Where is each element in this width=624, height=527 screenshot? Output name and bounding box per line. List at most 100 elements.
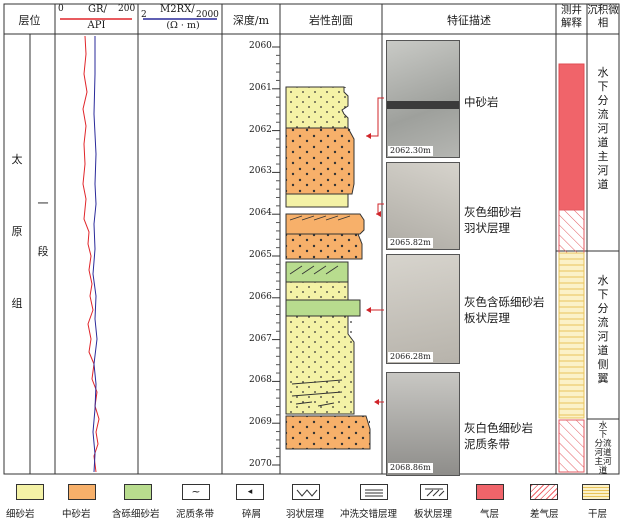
debris-symbol: ◂: [236, 484, 264, 500]
formation-char-2: 原: [10, 224, 24, 240]
facies-2-char-3: 分: [587, 302, 619, 316]
photo-caption-4: 2068.86m: [388, 463, 433, 473]
depth-label: 2063: [249, 166, 272, 176]
core-photo-3: [386, 254, 460, 364]
description-3-line-2: 板状层理: [464, 310, 545, 326]
link-arrows: [340, 34, 390, 474]
facies-1-char-6: 道: [587, 136, 619, 150]
poor-gas-layer-block-2: [559, 420, 584, 472]
medium-sandstone-swatch: [68, 484, 96, 500]
facies-2-char-8: 翼: [587, 372, 619, 386]
depth-label: 2064: [249, 208, 272, 218]
description-3-line-1: 灰色含砾细砂岩: [464, 294, 545, 310]
depth-label: 2067: [249, 334, 272, 344]
depth-label: 2070: [249, 459, 272, 469]
legend-label-tabular: 板状层理: [414, 506, 452, 520]
depth-label: 2062: [249, 125, 272, 135]
legend-label-poor-gas: 差气层: [530, 506, 559, 520]
description-4-line-2: 泥质条带: [464, 436, 533, 452]
depth-label: 2068: [249, 375, 272, 385]
facies-1-char-8: 河: [587, 164, 619, 178]
facies-2-char-7: 侧: [587, 358, 619, 372]
poor-gas-layer-block-1: [559, 210, 584, 253]
description-2-line-2: 羽状层理: [464, 220, 522, 236]
formation-char-3: 组: [10, 296, 24, 312]
pebbly-sandstone-swatch: [124, 484, 152, 500]
poor-gas-layer-swatch: [530, 484, 558, 500]
facies-2-char-2: 下: [587, 288, 619, 302]
depth-label: 2069: [249, 417, 272, 427]
legend-label-debris: 碎屑: [242, 506, 261, 520]
legend-label-mud: 泥质条带: [176, 506, 214, 520]
legend-label-gas: 气层: [480, 506, 499, 520]
legend-label-swash: 冲洗交错层理: [340, 506, 397, 520]
logging-interpretation: [556, 34, 587, 474]
header-facies: 沉积微相: [587, 4, 619, 30]
core-photo-1: [386, 40, 460, 158]
description-1: 中砂岩: [464, 94, 499, 110]
facies-1-char-4: 流: [587, 108, 619, 122]
log-curves: [55, 34, 222, 474]
description-3: 灰色含砾细砂岩 板状层理: [464, 294, 545, 326]
gr-curve: [83, 36, 99, 472]
litho-fine-sandstone-2: [286, 194, 348, 207]
facies-2-char-4: 流: [587, 316, 619, 330]
header-features: 特征描述: [382, 12, 556, 28]
gr-max: 200: [118, 4, 135, 14]
facies-2-char-5: 河: [587, 330, 619, 344]
description-4: 灰白色细砂岩 泥质条带: [464, 420, 533, 452]
legend-label-herringbone: 羽状层理: [286, 506, 324, 520]
depth-label: 2066: [249, 292, 272, 302]
description-4-line-1: 灰白色细砂岩: [464, 420, 533, 436]
gas-layer-swatch: [476, 484, 504, 500]
core-photo-4: [386, 372, 460, 476]
gr-label: GR/: [88, 4, 107, 15]
m2rx-unit: (Ω · m): [148, 20, 218, 31]
photo-caption-1: 2062.30m: [388, 146, 433, 156]
depth-label: 2065: [249, 250, 272, 260]
description-2: 灰色细砂岩 羽状层理: [464, 204, 522, 236]
description-1-line-1: 中砂岩: [464, 94, 499, 110]
facies-1-char-2: 下: [587, 80, 619, 94]
m2rx-max: 2000: [196, 10, 219, 20]
facies-1-char-7: 主: [587, 150, 619, 164]
legend-label-fine: 细砂岩: [6, 506, 35, 520]
m2rx-min: 2: [141, 10, 147, 20]
swash-cross-bedding-symbol: [360, 484, 388, 500]
facies-1-char-9: 道: [587, 178, 619, 192]
photo-caption-2: 2065.82m: [388, 238, 433, 248]
facies-main-channel-2: 水 下 分流 河道 主河 道: [587, 422, 619, 476]
formation-char-1: 太: [10, 152, 24, 168]
legend-label-dry: 干层: [588, 506, 607, 520]
dry-layer-swatch: [582, 484, 610, 500]
facies-main-channel: 水 下 分 流 河 道 主 河 道: [587, 66, 619, 192]
facies-1-char-3: 分: [587, 94, 619, 108]
facies-2-char-6: 道: [587, 344, 619, 358]
gr-unit: API: [55, 20, 138, 31]
facies-1-char-5: 河: [587, 122, 619, 136]
fine-sandstone-swatch: [16, 484, 44, 500]
facies-2-char-1: 水: [587, 274, 619, 288]
member-char-1: 一: [36, 196, 50, 212]
depth-label: 2061: [249, 83, 272, 93]
facies-1-char-1: 水: [587, 66, 619, 80]
description-2-line-1: 灰色细砂岩: [464, 204, 522, 220]
m2rx-curve: [93, 36, 97, 472]
header-layer: 层位: [4, 12, 55, 28]
gas-layer-block: [559, 64, 584, 210]
tabular-bedding-symbol: [420, 484, 448, 500]
photo-caption-3: 2066.28m: [388, 352, 433, 362]
herringbone-bedding-symbol: [292, 484, 320, 500]
m2rx-label: M2RX/: [160, 4, 195, 15]
depth-label: 2060: [249, 41, 272, 51]
legend-label-medium: 中砂岩: [62, 506, 91, 520]
header-lithology: 岩性剖面: [280, 12, 382, 28]
member-char-2: 段: [36, 244, 50, 260]
header-logging: 测井解释: [556, 4, 587, 30]
facies-3-char-6: 道: [587, 467, 619, 476]
core-photo-2: [386, 162, 460, 250]
mud-band-symbol: ~: [182, 484, 210, 500]
gr-min: 0: [58, 4, 64, 14]
facies-channel-flank: 水 下 分 流 河 道 侧 翼: [587, 274, 619, 386]
legend-label-pebbly: 含砾细砂岩: [112, 506, 160, 520]
